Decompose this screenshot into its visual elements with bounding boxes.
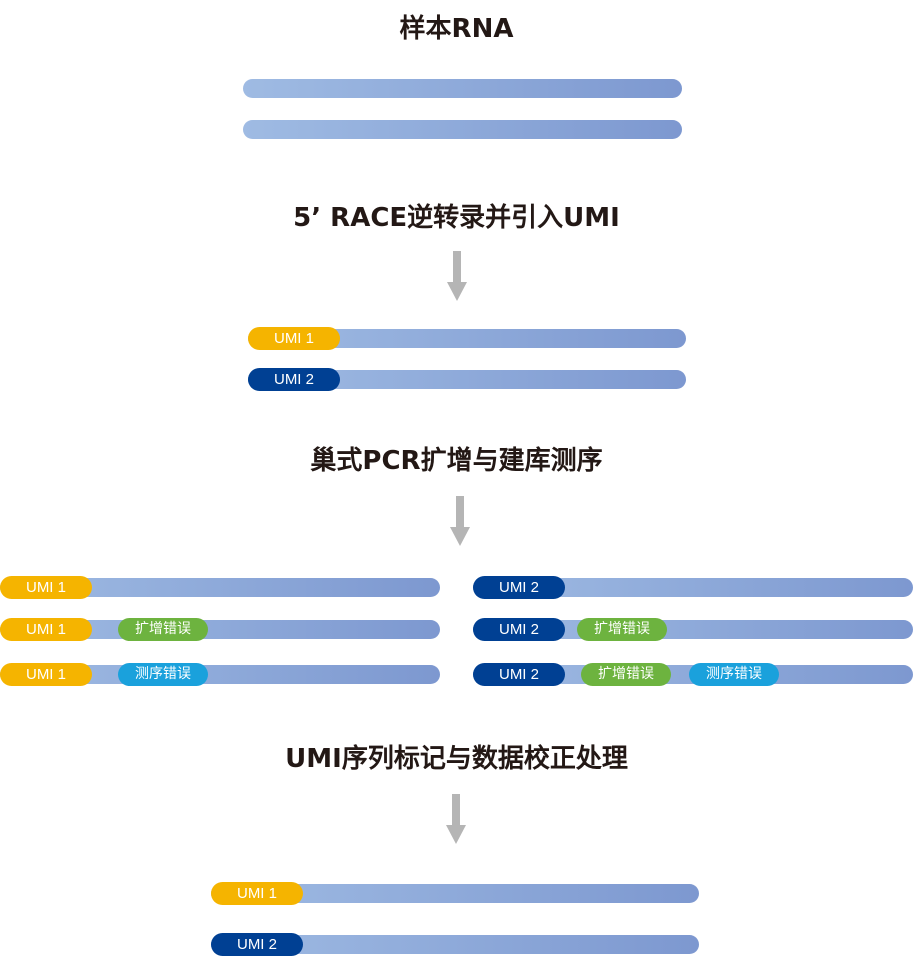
read-umi1: UMI 1: [0, 576, 440, 599]
rna-strand: [243, 120, 682, 139]
umi1-tag: UMI 1: [0, 576, 92, 599]
corrected-read-umi2: UMI 2: [211, 933, 699, 956]
read-umi2-amp-error: UMI 2 扩增错误: [473, 618, 913, 641]
down-arrow-icon: [446, 794, 466, 844]
down-arrow-icon: [447, 251, 467, 301]
step-umi-correction-heading: UMI序列标记与数据校正处理: [285, 744, 628, 774]
umi2-tag: UMI 2: [211, 933, 303, 956]
cdna-strand-umi2: UMI 2: [248, 368, 686, 391]
sequencing-error-badge: 测序错误: [118, 663, 208, 686]
read-umi1-seq-error: UMI 1 测序错误: [0, 663, 440, 686]
down-arrow-icon: [450, 496, 470, 546]
read-umi2-amp-seq-error: UMI 2 扩增错误 测序错误: [473, 663, 913, 686]
amplification-error-badge: 扩增错误: [577, 618, 667, 641]
umi2-tag: UMI 2: [248, 368, 340, 391]
umi2-tag: UMI 2: [473, 576, 565, 599]
read-umi1-amp-error: UMI 1 扩增错误: [0, 618, 440, 641]
umi1-tag: UMI 1: [0, 663, 92, 686]
umi2-tag: UMI 2: [473, 663, 565, 686]
umi1-tag: UMI 1: [248, 327, 340, 350]
umi1-tag: UMI 1: [211, 882, 303, 905]
title-sample-rna: 样本RNA: [399, 14, 514, 44]
amplification-error-badge: 扩增错误: [118, 618, 208, 641]
rna-strand: [243, 79, 682, 98]
amplification-error-badge: 扩增错误: [581, 663, 671, 686]
umi1-tag: UMI 1: [0, 618, 92, 641]
umi2-tag: UMI 2: [473, 618, 565, 641]
cdna-strand-umi1: UMI 1: [248, 327, 686, 350]
read-umi2: UMI 2: [473, 576, 913, 599]
step-race-heading: 5’ RACE逆转录并引入UMI: [293, 203, 620, 233]
sequencing-error-badge: 测序错误: [689, 663, 779, 686]
corrected-read-umi1: UMI 1: [211, 882, 699, 905]
step-pcr-heading: 巢式PCR扩增与建库测序: [310, 446, 603, 476]
